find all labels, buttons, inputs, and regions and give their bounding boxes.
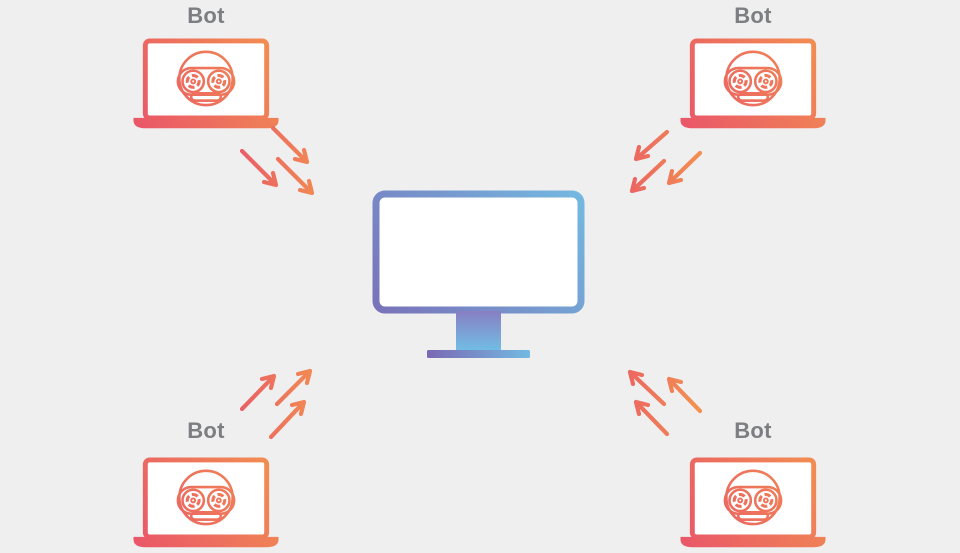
robot-laptop-icon	[679, 38, 827, 129]
traffic-arrows-bottom-left-icon	[239, 368, 313, 440]
bot-node-bottom-left: Bot	[132, 418, 280, 548]
bot-node-top-left: Bot	[132, 3, 280, 129]
bot-node-top-right: Bot	[679, 3, 827, 129]
bot-label: Bot	[187, 418, 225, 443]
bot-label: Bot	[187, 3, 225, 28]
bot-label: Bot	[734, 418, 772, 443]
robot-laptop-icon	[679, 457, 827, 548]
traffic-arrows-top-right-icon	[629, 129, 703, 194]
traffic-arrows-top-left-icon	[239, 125, 315, 196]
bot-label: Bot	[734, 3, 772, 28]
traffic-arrows-bottom-right-icon	[627, 369, 703, 437]
robot-laptop-icon	[132, 457, 280, 548]
target-computer-node	[372, 190, 585, 365]
desktop-monitor-icon	[372, 190, 585, 358]
bot-node-bottom-right: Bot	[679, 418, 827, 548]
robot-laptop-icon	[132, 38, 280, 129]
